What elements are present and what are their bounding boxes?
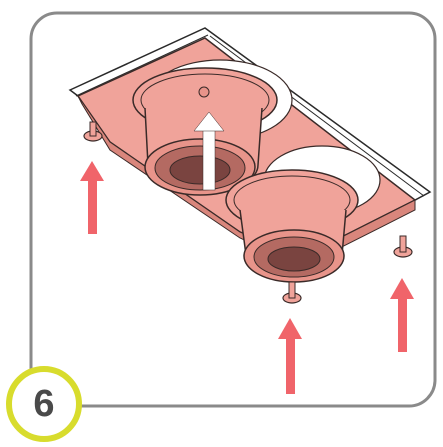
arrow-up-icon: [278, 318, 302, 394]
screw-icon: [393, 235, 413, 258]
screw-icon: [83, 121, 103, 142]
step-number: 6: [33, 383, 55, 425]
arrow-up-icon: [390, 278, 414, 352]
arrow-up-icon: [80, 161, 104, 234]
arrow-up-icon: [193, 111, 225, 191]
downlight-module-lower: [225, 169, 359, 283]
step-number-badge: 6: [6, 366, 82, 442]
screw-icon: [282, 281, 302, 304]
